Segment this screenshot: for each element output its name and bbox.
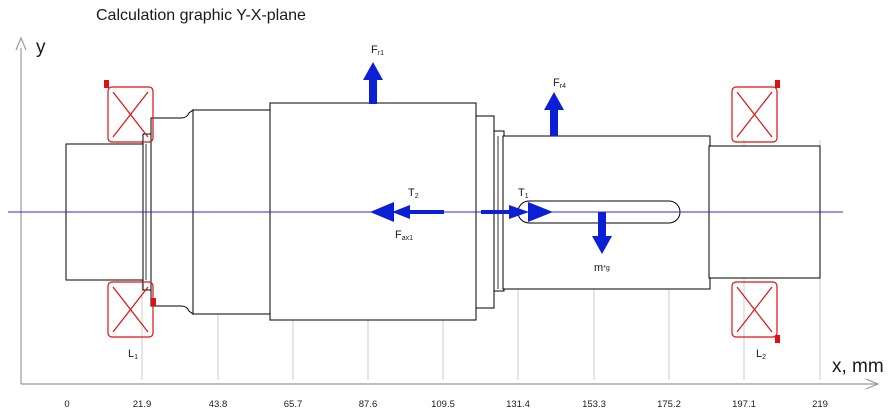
x-axis-arrow xyxy=(865,378,880,390)
force-arrow-fr4 xyxy=(544,92,564,136)
force-arrow-fax1-second-head xyxy=(392,205,410,219)
y-axis-arrow xyxy=(15,36,27,51)
x-tick-label: 153.3 xyxy=(582,399,606,410)
force-label-mg: m*g xyxy=(594,262,610,274)
force-label-t1: T1 xyxy=(518,187,529,200)
force-arrow-t1-shaft xyxy=(481,210,511,214)
x-tick-label: 109.5 xyxy=(431,399,455,410)
force-label-t2: T2 xyxy=(408,187,419,200)
x-axis-label: x, mm xyxy=(832,356,884,377)
force-arrow-t1-second-head xyxy=(528,202,553,222)
x-tick-label: 197.1 xyxy=(732,399,756,410)
bearing-label-l1: L1 xyxy=(128,348,138,361)
force-label-fr4: Fr4 xyxy=(553,77,566,90)
bearing-l1-top xyxy=(104,80,154,143)
x-tick-label: 21.9 xyxy=(133,399,152,410)
x-tick-label: 219 xyxy=(812,399,828,410)
force-label-fr1: Fr1 xyxy=(371,44,384,57)
bearings xyxy=(104,80,780,343)
y-axis-label: y xyxy=(36,37,46,58)
force-arrow-t2-shaft xyxy=(408,210,444,214)
force-label-fax1: Fax1 xyxy=(395,229,413,242)
bearing-label-l2: L2 xyxy=(756,348,766,361)
force-arrows xyxy=(363,62,612,254)
force-arrow-fax1 xyxy=(370,202,394,222)
force-arrow-mg xyxy=(592,212,612,254)
x-tick-label: 87.6 xyxy=(359,399,378,410)
bearing-l2-top xyxy=(731,80,780,143)
x-tick-label: 131.4 xyxy=(506,399,530,410)
bearing-l1-bottom xyxy=(107,281,156,338)
force-arrow-fr1 xyxy=(363,62,383,104)
force-arrow-t1 xyxy=(509,205,529,219)
bearing-l2-bottom xyxy=(731,281,780,343)
x-tick-labels: 0 21.9 43.8 65.7 87.6 109.5 131.4 153.3 … xyxy=(64,399,828,410)
x-tick-label: 0 xyxy=(64,399,69,410)
x-tick-label: 43.8 xyxy=(209,399,228,410)
x-tick-label: 65.7 xyxy=(284,399,303,410)
diagram-title: Calculation graphic Y-X-plane xyxy=(96,7,306,24)
x-tick-label: 175.2 xyxy=(657,399,681,410)
